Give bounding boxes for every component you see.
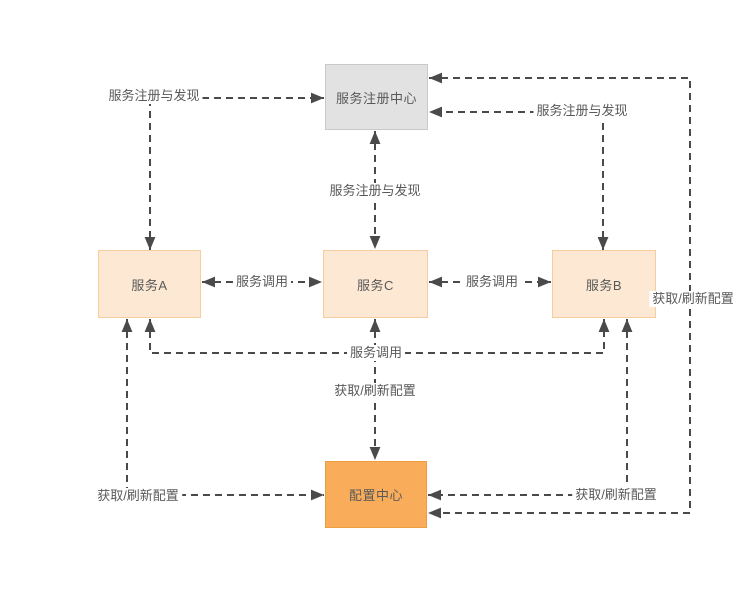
edge-label-a-config: 获取/刷新配置 bbox=[94, 488, 182, 504]
edge-label-c-registry: 服务注册与发现 bbox=[326, 183, 424, 199]
node-service-c-label: 服务C bbox=[357, 277, 394, 293]
edge-label-c-config: 获取/刷新配置 bbox=[331, 383, 419, 399]
edge-label-a-b: 服务调用 bbox=[346, 345, 406, 361]
edge-label-a-c: 服务调用 bbox=[232, 274, 292, 290]
edge-label-a-registry: 服务注册与发现 bbox=[105, 88, 203, 104]
node-config-center-label: 配置中心 bbox=[348, 488, 403, 503]
node-service-b: 服务B bbox=[552, 250, 656, 318]
node-service-c: 服务C bbox=[323, 250, 428, 318]
node-config-center: 配置中心 bbox=[325, 461, 427, 528]
edge-label-c-b: 服务调用 bbox=[462, 274, 522, 290]
edge-a-config bbox=[121, 319, 324, 501]
node-registry: 服务注册中心 bbox=[325, 64, 428, 130]
edge-b-registry bbox=[429, 106, 609, 250]
edge-label-b-registry: 服务注册与发现 bbox=[533, 103, 631, 119]
edge-b-config bbox=[428, 319, 633, 501]
node-service-a: 服务A bbox=[98, 250, 201, 318]
node-registry-label: 服务注册中心 bbox=[335, 90, 417, 106]
node-service-b-label: 服务B bbox=[585, 277, 623, 293]
edge-a-registry bbox=[144, 92, 324, 250]
node-service-a-label: 服务A bbox=[131, 277, 168, 293]
edge-label-registry-config: 获取/刷新配置 bbox=[649, 291, 737, 307]
edge-label-b-config: 获取/刷新配置 bbox=[572, 487, 660, 503]
